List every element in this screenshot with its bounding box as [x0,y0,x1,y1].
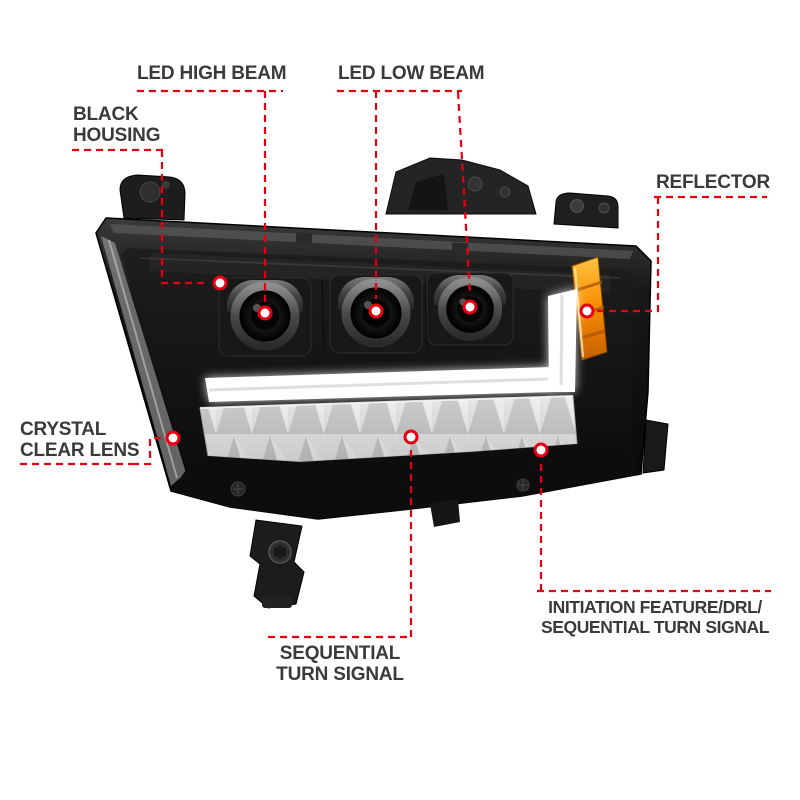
screw-cross [233,484,243,494]
bracket-bolt [570,199,584,213]
bezel-divider [424,276,428,348]
callout-text: SEQUENTIAL TURN SIGNAL [540,617,770,637]
callout-dot-high-beam [257,305,273,321]
bezel-line [139,257,621,279]
connector-reflector [597,197,660,313]
callout-label-led-low-beam: LED LOW BEAM [338,63,485,84]
callout-text: CRYSTAL [20,419,107,440]
side-tab [642,419,669,474]
screw-cross [518,480,528,490]
top-clip [295,232,313,244]
bezel-divider [321,279,325,351]
bracket-top-right [553,192,619,229]
strip-top-edge [199,395,574,409]
bracket-notch [408,174,448,210]
connector-low-beam-2 [456,91,472,296]
lens-reflection [149,253,611,293]
turn-signal-strip [199,395,578,463]
drl-light-bar [205,289,577,402]
drl-inner-line [208,377,549,392]
bracket-top-center [385,157,537,215]
top-clip [451,242,469,254]
bracket-bolt [499,186,511,198]
callout-text: REFLECTOR [656,172,770,193]
callout-text: CLEAR LENS [20,440,140,461]
callout-text: TURN SIGNAL [276,664,404,685]
callout-label-crystal-clear-lens: CRYSTAL CLEAR LENS [20,419,140,461]
callout-dot-sequential [403,429,419,445]
crystal-sheen [200,396,577,462]
bracket-bolt [162,181,170,189]
bracket-bolt [598,202,610,214]
callout-dot-black-housing [212,275,228,291]
projector-ring [438,277,502,341]
callout-lines [20,89,771,639]
callout-text: LED LOW BEAM [338,63,485,84]
callout-label-black-housing: BLACK HOUSING [73,104,160,146]
callout-dot-initiation [533,442,549,458]
callout-text: INITIATION FEATURE/DRL/ [548,597,762,617]
drl-inner-line [559,294,564,386]
callout-label-reflector: REFLECTOR [656,172,770,193]
callout-label-led-high-beam: LED HIGH BEAM [137,63,287,84]
lower-housing [171,419,669,609]
callout-label-initiation-feature: INITIATION FEATURE/DRL/ SEQUENTIAL TURN … [536,597,774,637]
callout-label-sequential-turn-signal: SEQUENTIAL TURN SIGNAL [268,643,412,685]
connector-crystal-lens [132,436,165,466]
callout-dot-low-beam-1 [368,303,384,319]
housing-top-highlight [110,224,633,259]
callout-text: LED HIGH BEAM [137,63,287,84]
callout-text: SEQUENTIAL [279,643,401,664]
callout-dots [165,275,595,458]
bracket-bolt [467,176,483,192]
bracket-boss [139,181,161,203]
connector-black-housing [160,150,209,285]
reflector-highlight [574,267,584,358]
callout-dot-low-beam-2 [462,299,478,315]
mounting-post [249,519,305,609]
lower-housing-face [171,444,641,519]
callout-dot-crystal-lens [165,430,181,446]
bottom-tab [430,499,460,527]
callout-dot-reflector [579,303,595,319]
callout-text: BLACK [73,104,139,125]
adjuster-hex [274,545,286,559]
post-foot [262,596,292,608]
mounting-brackets-top [119,157,619,229]
callout-text: HOUSING [73,125,161,146]
